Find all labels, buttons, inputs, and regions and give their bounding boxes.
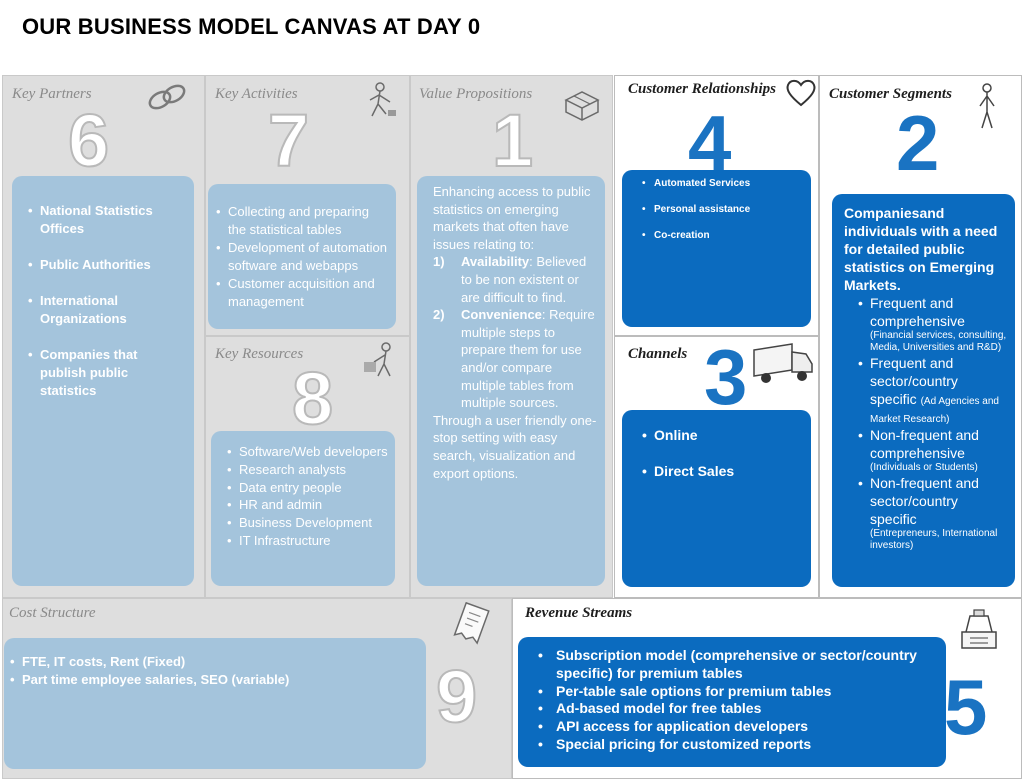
list-item: Business Development — [225, 514, 389, 532]
key-partners-card: National Statistics Offices Public Autho… — [12, 176, 194, 586]
list-item: Co-creation — [640, 229, 803, 242]
list-item: Special pricing for customized reports — [536, 736, 938, 754]
list-item: Personal assistance — [640, 203, 803, 216]
list-item: Companies that publish public statistics — [26, 346, 184, 400]
list-item: National Statistics Offices — [26, 202, 184, 238]
value-point-text: : Require multiple steps to prepare them… — [461, 307, 595, 411]
list-item: Research analysts — [225, 461, 389, 479]
customer-relationships-heading: Customer Relationships — [628, 81, 776, 97]
list-item: Non-frequent and sector/country specific… — [856, 474, 1007, 552]
key-resources-number: 8 — [291, 357, 334, 440]
list-item: Non-frequent and comprehensive (Individu… — [856, 426, 1007, 474]
value-propositions-number: 1 — [491, 99, 534, 182]
key-resources-card: Software/Web developers Research analyst… — [211, 431, 395, 586]
segment-sub: (Entrepreneurs, International investors) — [870, 528, 998, 551]
page-title: OUR BUSINESS MODEL CANVAS AT DAY 0 — [22, 14, 481, 39]
receipt-icon — [453, 602, 490, 645]
customer-segments-heading: Customer Segments — [829, 86, 952, 102]
list-item: Frequent and sector/country specific (Ad… — [856, 354, 1007, 426]
worker-icon — [369, 82, 396, 117]
cost-structure-card: FTE, IT costs, Rent (Fixed) Part time em… — [4, 638, 426, 769]
revenue-streams-number: 5 — [944, 663, 988, 751]
revenue-streams-card: Subscription model (comprehensive or sec… — [518, 637, 946, 767]
list-item: Customer acquisition and management — [214, 275, 390, 311]
customer-relationships-number: 4 — [688, 99, 732, 187]
cost-structure-number: 9 — [435, 655, 478, 738]
gift-box-icon — [564, 91, 600, 121]
list-item: HR and admin — [225, 496, 389, 514]
segment-main: Frequent and sector/country specific — [870, 355, 958, 407]
key-partners-number: 6 — [67, 99, 110, 182]
customer-relationships-card: Automated Services Personal assistance C… — [622, 170, 811, 327]
segment-sub: (Individuals or Students) — [870, 462, 978, 473]
value-propositions-card: Enhancing access to public statistics on… — [417, 176, 605, 586]
value-point: 2) Convenience: Require multiple steps t… — [433, 306, 597, 412]
list-item: API access for application developers — [536, 718, 938, 736]
channels-heading: Channels — [628, 346, 688, 362]
value-point-label: Availability — [461, 254, 530, 270]
customer-segments-card: Companiesand individuals with a need for… — [832, 194, 1015, 587]
list-item: Automated Services — [640, 177, 803, 190]
value-propositions-heading: Value Propositions — [419, 86, 533, 102]
list-item: IT Infrastructure — [225, 532, 389, 550]
key-activities-heading: Key Activities — [215, 86, 298, 102]
list-item: Subscription model (comprehensive or sec… — [536, 647, 938, 683]
value-propositions-outro: Through a user friendly one-stop setting… — [433, 412, 597, 481]
segment-main: Non-frequent and comprehensive — [870, 427, 979, 461]
key-resources-heading: Key Resources — [215, 346, 304, 362]
value-point-label: Convenience — [461, 307, 542, 323]
value-point-text: : Believed to be non existent or are dif… — [461, 254, 587, 305]
channels-number: 3 — [704, 333, 748, 421]
cost-structure-heading: Cost Structure — [9, 605, 96, 621]
customer-segments-number: 2 — [896, 99, 940, 187]
list-item: Data entry people — [225, 479, 389, 497]
list-item: Online — [640, 426, 803, 444]
person-pushing-cart-icon — [364, 342, 391, 377]
key-partners-heading: Key Partners — [12, 86, 92, 102]
list-item: Direct Sales — [640, 462, 803, 480]
list-item: Frequent and comprehensive (Financial se… — [856, 294, 1007, 354]
chain-link-icon — [148, 84, 186, 110]
value-point-marker: 1) — [433, 254, 445, 270]
key-activities-card: Collecting and preparing the statistical… — [208, 184, 396, 329]
list-item: Development of automation software and w… — [214, 239, 390, 275]
delivery-truck-icon — [753, 343, 813, 383]
list-item: Ad-based model for free tables — [536, 700, 938, 718]
cash-register-icon — [961, 609, 997, 649]
segment-sub: (Ad Agencies and Market Research) — [870, 396, 999, 425]
customer-segments-intro: Companiesand individuals with a need for… — [844, 205, 998, 293]
channels-card: Online Direct Sales — [622, 410, 811, 587]
segment-main: Frequent and comprehensive — [870, 295, 965, 329]
list-item: FTE, IT costs, Rent (Fixed) — [8, 653, 420, 671]
standing-person-icon — [979, 83, 995, 129]
list-item: International Organizations — [26, 292, 184, 328]
list-item: Software/Web developers — [225, 443, 389, 461]
list-item: Collecting and preparing the statistical… — [214, 203, 390, 239]
list-item: Public Authorities — [26, 256, 184, 274]
segment-main: Non-frequent and sector/country specific — [870, 475, 979, 527]
list-item: Per-table sale options for premium table… — [536, 683, 938, 701]
value-point-marker: 2) — [433, 307, 445, 323]
value-propositions-intro: Enhancing access to public statistics on… — [433, 184, 591, 252]
heart-icon — [786, 79, 816, 107]
key-activities-number: 7 — [267, 99, 310, 182]
value-point: 1) Availability: Believed to be non exis… — [433, 253, 597, 306]
list-item: Part time employee salaries, SEO (variab… — [8, 671, 420, 689]
segment-sub: (Financial services, consulting, Media, … — [870, 330, 1007, 353]
revenue-streams-heading: Revenue Streams — [525, 605, 633, 621]
